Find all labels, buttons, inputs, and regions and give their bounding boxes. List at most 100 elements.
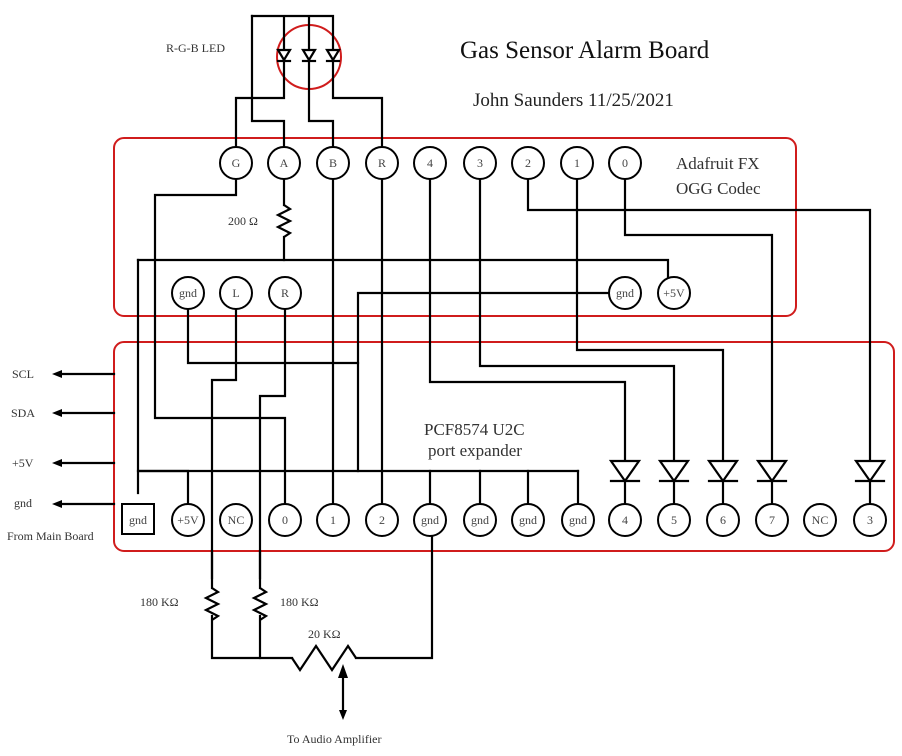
pin-outline xyxy=(463,503,497,537)
pin-label: NC xyxy=(812,513,829,527)
pin: R xyxy=(268,276,302,310)
pin-outline xyxy=(365,503,399,537)
pin-label: NC xyxy=(228,513,245,527)
pin: gnd xyxy=(561,503,595,537)
pin-outline xyxy=(803,503,837,537)
pin: G xyxy=(219,146,253,180)
potentiometer-icon xyxy=(291,644,357,672)
pin-outline xyxy=(268,276,302,310)
wire-g xyxy=(153,177,287,511)
left-resistor-label: 180 KΩ xyxy=(140,595,179,609)
codec-board-outline xyxy=(113,137,797,317)
pin: gnd xyxy=(413,503,447,537)
pin: 1 xyxy=(316,503,350,537)
pin: gnd xyxy=(171,276,205,310)
led-resistor-label: 200 Ω xyxy=(228,214,258,228)
pin-outline xyxy=(608,503,642,537)
pin-outline xyxy=(706,503,740,537)
pin-label: gnd xyxy=(421,513,439,527)
pin-label: 3 xyxy=(867,513,873,527)
pin-label: 7 xyxy=(769,513,775,527)
signal-gnd: gnd xyxy=(14,496,32,510)
signal-scl: SCL xyxy=(12,367,34,381)
expander-board-label-1: PCF8574 U2C xyxy=(424,420,525,439)
pin-outline xyxy=(121,503,155,535)
pin-outline xyxy=(463,146,497,180)
pin-outline xyxy=(853,503,887,537)
signal-5v: +5V xyxy=(12,456,34,470)
pin-outline xyxy=(219,146,253,180)
pin-label: gnd xyxy=(569,513,587,527)
pin-outline xyxy=(657,276,691,310)
pin-label: R xyxy=(281,286,289,300)
wire-2 xyxy=(526,177,872,463)
pin-label: 0 xyxy=(282,513,288,527)
wire-4 xyxy=(428,177,627,463)
output-label: To Audio Amplifier xyxy=(287,732,382,746)
pin-label: gnd xyxy=(519,513,537,527)
diode-group xyxy=(608,459,887,511)
led-resistor-icon xyxy=(275,204,293,238)
pin-label: +5V xyxy=(177,513,199,527)
main-board-label: From Main Board xyxy=(7,529,94,543)
pin-label: gnd xyxy=(179,286,197,300)
rgb-led-icon xyxy=(234,14,384,149)
codec-board-label-1: Adafruit FX xyxy=(676,154,760,173)
pin: 1 xyxy=(560,146,594,180)
wire-5v xyxy=(136,258,670,281)
pin-label: L xyxy=(232,286,239,300)
pin: gnd xyxy=(121,503,155,535)
pin-label: gnd xyxy=(129,513,147,527)
wire-0 xyxy=(623,177,774,463)
pin: NC xyxy=(803,503,837,537)
expander-board-label-2: port expander xyxy=(428,441,522,460)
pin: A xyxy=(267,146,301,180)
pin-label: 1 xyxy=(330,513,336,527)
diagram-title: Gas Sensor Alarm Board xyxy=(460,37,710,64)
pin-label: G xyxy=(232,156,241,170)
expander-board-outline xyxy=(113,341,895,552)
pin: 4 xyxy=(608,503,642,537)
pin-outline xyxy=(316,503,350,537)
pin-label: 0 xyxy=(622,156,628,170)
pin: 3 xyxy=(463,146,497,180)
pin: 4 xyxy=(413,146,447,180)
pin: 6 xyxy=(706,503,740,537)
pin-label: +5V xyxy=(663,286,685,300)
pin-outline xyxy=(608,276,642,310)
pin-outline xyxy=(268,503,302,537)
pin: R xyxy=(365,146,399,180)
pin-outline xyxy=(316,146,350,180)
wiper-arrow-icon xyxy=(338,664,348,720)
pin: L xyxy=(219,276,253,310)
pin: 7 xyxy=(755,503,789,537)
pin-outline xyxy=(219,503,253,537)
pin: +5V xyxy=(171,503,205,537)
pin: B xyxy=(316,146,350,180)
pin-outline xyxy=(511,503,545,537)
pin-outline xyxy=(511,146,545,180)
right-resistor-icon xyxy=(251,587,269,621)
pin-outline xyxy=(267,146,301,180)
signal-sda: SDA xyxy=(11,406,35,420)
pin: 0 xyxy=(608,146,642,180)
pin-label: 5 xyxy=(671,513,677,527)
pin-outline xyxy=(219,276,253,310)
pin-label: 2 xyxy=(525,156,531,170)
pin-label: 2 xyxy=(379,513,385,527)
wire-3 xyxy=(478,177,676,463)
pin: 3 xyxy=(853,503,887,537)
pin: gnd xyxy=(511,503,545,537)
pin-label: 4 xyxy=(622,513,628,527)
pin: 0 xyxy=(268,503,302,537)
pin-label: 4 xyxy=(427,156,433,170)
potentiometer-label: 20 KΩ xyxy=(308,627,341,641)
pin-outline xyxy=(561,503,595,537)
pin-label: gnd xyxy=(616,286,634,300)
pin-outline xyxy=(365,146,399,180)
pin-label: A xyxy=(280,156,289,170)
